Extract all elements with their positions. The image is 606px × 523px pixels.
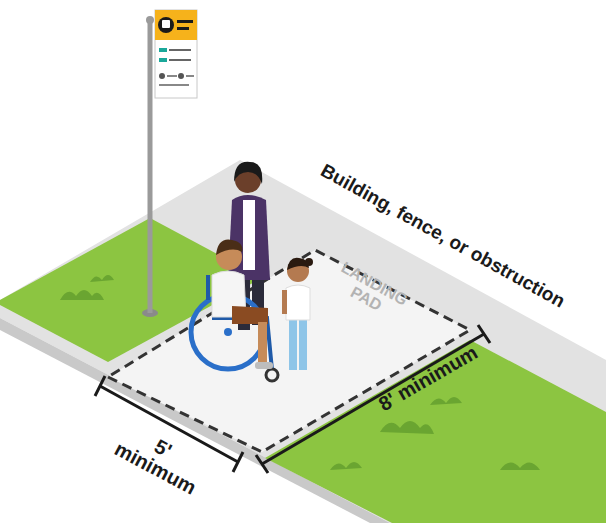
pad-outline [108, 250, 470, 452]
bus-stop-sign [142, 10, 197, 317]
boy-in-wheelchair [212, 240, 273, 369]
girl [282, 258, 313, 370]
sidewalk [0, 160, 606, 523]
standing-woman [228, 162, 270, 330]
wheelchair [191, 275, 278, 381]
landing-pad: LANDING PAD [108, 250, 470, 452]
dashed-outline [108, 250, 470, 452]
dimension-label: 5' minimum [111, 420, 205, 497]
